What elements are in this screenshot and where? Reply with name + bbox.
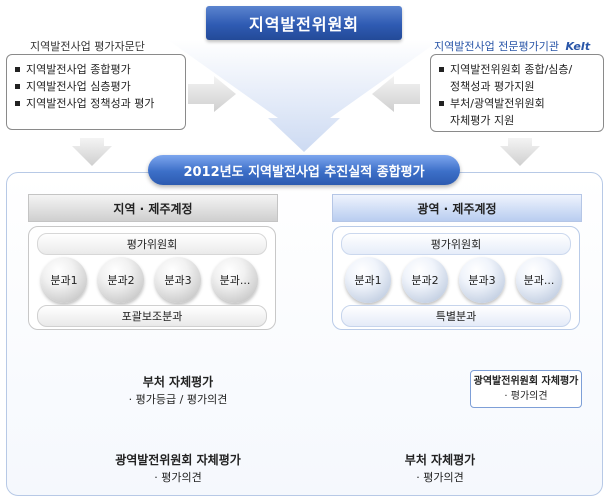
right-panel-item: 부처/광역발전위원회 자체평가 지원 — [439, 95, 595, 129]
right-subcommittee-1: 분과1 — [345, 257, 391, 303]
arrow-left-into-center — [188, 76, 236, 112]
arrow-down-left — [72, 138, 112, 166]
left-panel-item: 지역발전사업 심층평가 — [15, 78, 177, 95]
arrow-right-into-center — [372, 76, 420, 112]
left-subcommittee-1: 분과1 — [41, 257, 87, 303]
left-bottom-sub: · 평가의견 — [154, 471, 202, 484]
left-committee-box: 평가위원회 분과1 분과2 분과3 분과... 포괄보조분과 — [28, 226, 276, 330]
left-mid-sub: · 평가등급 / 평가의견 — [128, 393, 228, 406]
right-column-header: 광역 · 제주계정 — [332, 194, 582, 222]
left-committee-label: 평가위원회 — [37, 233, 267, 255]
right-subcommittee-more: 분과... — [516, 257, 562, 303]
right-committee-box: 평가위원회 분과1 분과2 분과3 분과... 특별분과 — [332, 226, 580, 330]
right-panel-caption-text: 지역발전사업 전문평가기관 — [434, 40, 559, 53]
right-bottom-sub: · 평가의견 — [416, 471, 464, 484]
left-panel-item: 지역발전사업 종합평가 — [15, 61, 177, 78]
right-panel-box: 지역발전위원회 종합/심층/ 정책성과 평가지원 부처/광역발전위원회 자체평가… — [430, 54, 604, 132]
left-bottom-pill: 포괄보조분과 — [37, 305, 267, 327]
right-panel-item-line: 부처/광역발전위원회 — [450, 97, 545, 110]
left-bottom-block: 광역발전위원회 자체평가 · 평가의견 — [58, 452, 298, 486]
right-panel-item: 지역발전위원회 종합/심층/ 정책성과 평가지원 — [439, 61, 595, 95]
right-subcommittee-3: 분과3 — [459, 257, 505, 303]
left-mid-block: 부처 자체평가 · 평가등급 / 평가의견 — [68, 374, 288, 408]
right-side-eval-title: 광역발전위원회 자체평가 — [473, 376, 579, 387]
arrow-down-right — [500, 138, 540, 166]
keit-logo: KeIt — [565, 40, 591, 53]
left-panel-caption: 지역발전사업 평가자문단 — [30, 40, 145, 53]
right-panel-caption: 지역발전사업 전문평가기관 KeIt — [434, 38, 590, 54]
right-subcommittee-2: 분과2 — [402, 257, 448, 303]
left-column-header: 지역 · 제주계정 — [28, 194, 278, 222]
right-committee-label: 평가위원회 — [341, 233, 571, 255]
right-side-eval-sub: · 평가의견 — [504, 391, 548, 402]
right-bottom-block: 부처 자체평가 · 평가의견 — [340, 452, 540, 486]
right-bottom-title: 부처 자체평가 — [404, 453, 476, 467]
right-panel-item-line: 지역발전위원회 종합/심층/ — [450, 63, 573, 76]
left-subcommittee-3: 분과3 — [155, 257, 201, 303]
left-subcommittee-more: 분과... — [212, 257, 258, 303]
right-panel-item-line: 자체평가 지원 — [450, 114, 515, 127]
right-panel-item-line: 정책성과 평가지원 — [450, 80, 535, 93]
funnel-arrow — [168, 40, 440, 152]
left-subcommittee-2: 분과2 — [98, 257, 144, 303]
left-panel-item: 지역발전사업 정책성과 평가 — [15, 95, 177, 112]
top-title: 지역발전위원회 — [206, 6, 402, 40]
left-bottom-title: 광역발전위원회 자체평가 — [115, 453, 241, 467]
banner: 2012년도 지역발전사업 추진실적 종합평가 — [148, 155, 460, 185]
right-bottom-pill: 특별분과 — [341, 305, 571, 327]
right-side-eval-box: 광역발전위원회 자체평가 · 평가의견 — [470, 370, 582, 408]
left-panel-box: 지역발전사업 종합평가 지역발전사업 심층평가 지역발전사업 정책성과 평가 — [6, 54, 186, 130]
left-mid-title: 부처 자체평가 — [142, 375, 214, 389]
